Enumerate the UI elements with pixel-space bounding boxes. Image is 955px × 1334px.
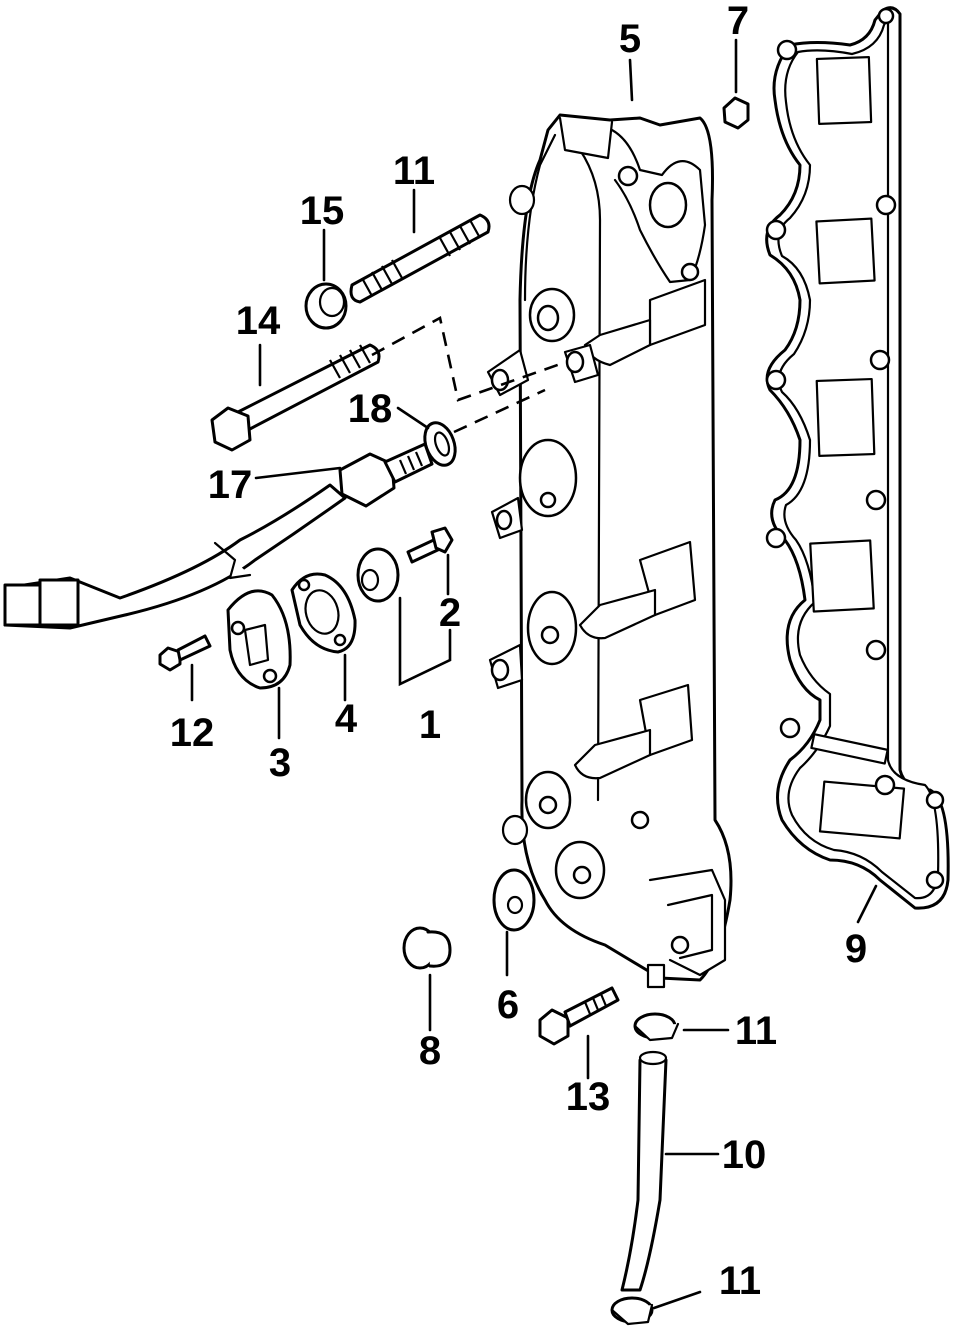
exhaust-cover-gasket: [765, 6, 950, 910]
leader-5: [628, 58, 634, 102]
screw-13: [158, 634, 212, 672]
plug-8: [402, 926, 452, 970]
callout-16: 15: [300, 189, 345, 233]
callout-17: 17: [208, 463, 253, 507]
leader-1: [398, 596, 452, 687]
alignment-line-lower: [453, 388, 546, 434]
callout-11-upper: 11: [735, 1009, 777, 1053]
callout-1: 1: [419, 703, 441, 747]
stud-12: [349, 213, 491, 304]
screw-2: [406, 526, 454, 564]
hose-clamp-upper: [633, 1012, 680, 1042]
leader-9: [856, 884, 878, 924]
leader-11b: [652, 1290, 702, 1310]
callout-18: 18: [348, 387, 393, 431]
washer-16: [304, 282, 348, 330]
thermostat-cover-3: [226, 589, 292, 690]
exhaust-cover: [486, 113, 733, 989]
leader-17: [254, 466, 342, 480]
callout-4: 4: [335, 697, 358, 741]
hose-clamp-lower: [610, 1296, 654, 1326]
thermostat-1: [356, 547, 400, 603]
washer-18: [423, 421, 457, 467]
callout-9: 9: [845, 927, 867, 971]
callout-6: 6: [497, 983, 519, 1027]
callout-14: 13: [566, 1075, 611, 1119]
callout-12: 11: [393, 149, 435, 193]
bolt-14: [538, 986, 620, 1046]
alignment-line-upper: [371, 316, 567, 402]
callout-8: 8: [419, 1029, 441, 1073]
callout-15: 14: [236, 299, 281, 343]
leader-18: [396, 406, 430, 430]
callout-13: 12: [170, 711, 215, 755]
callout-3: 3: [269, 741, 291, 785]
callout-11-lower: 11: [719, 1259, 761, 1303]
callout-5: 5: [619, 17, 641, 61]
temperature-sensor-17: [3, 442, 434, 630]
callout-10: 10: [722, 1133, 767, 1177]
callout-7: 7: [727, 0, 749, 43]
washer-6: [492, 868, 536, 932]
callout-2: 2: [439, 591, 461, 635]
hose-10: [620, 1050, 668, 1292]
thermostat-gasket-4: [290, 572, 357, 654]
nut-7: [722, 96, 750, 130]
